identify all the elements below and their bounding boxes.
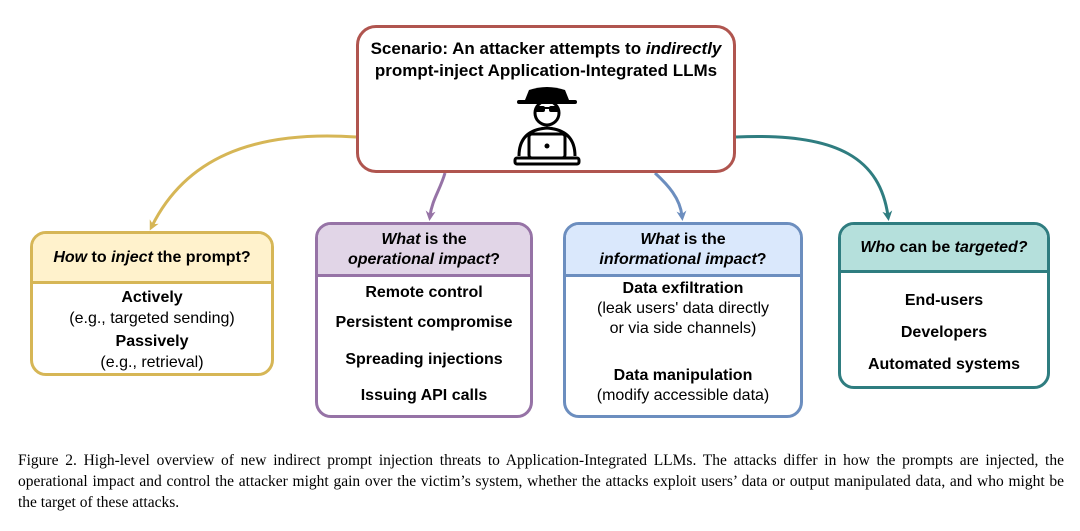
inject-passively-note: (e.g., retrieval) (100, 354, 204, 371)
data-exfiltration: Data exfiltration (622, 280, 744, 297)
scenario-text: Scenario: An attacker attempts to indire… (359, 38, 733, 82)
scenario-line1: Scenario: An attacker attempts to (370, 39, 646, 58)
inject-actively-note: (e.g., targeted sending) (69, 310, 235, 327)
arrow-to-informational (653, 171, 687, 221)
operational-header: What is the operational impact? (318, 225, 530, 277)
target-item: End-users (904, 292, 984, 309)
inject-box: How to inject the prompt? Actively (e.g.… (30, 231, 274, 376)
targeted-header: Who can be targeted? (841, 225, 1047, 273)
arrow-to-inject (149, 134, 357, 231)
inject-passively: Passively (115, 333, 189, 350)
informational-header: What is the informational impact? (566, 225, 800, 277)
scenario-line2: prompt-inject Application-Integrated LLM… (374, 61, 718, 80)
scenario-box: Scenario: An attacker attempts to indire… (356, 25, 736, 173)
figure-caption: Figure 2. High-level overview of new ind… (18, 452, 1064, 511)
arrow-to-operational (425, 172, 447, 221)
operational-item: Issuing API calls (360, 387, 488, 404)
operational-item: Remote control (365, 284, 483, 301)
operational-item: Persistent compromise (335, 314, 513, 331)
hacker-icon (513, 87, 581, 166)
data-manipulation: Data manipulation (613, 367, 753, 384)
arrow-to-targeted (735, 134, 893, 221)
data-exfiltration-note: (leak users' data directly (596, 300, 769, 317)
data-exfiltration-note: or via side channels) (609, 320, 757, 337)
inject-actively: Actively (121, 289, 183, 306)
operational-box: What is the operational impact? Remote c… (315, 222, 533, 418)
data-manipulation-note: (modify accessible data) (596, 387, 770, 404)
target-item: Automated systems (867, 356, 1021, 373)
informational-box: What is the informational impact? Data e… (563, 222, 803, 418)
operational-item: Spreading injections (345, 351, 503, 368)
scenario-italic: indirectly (645, 39, 722, 58)
target-item: Developers (900, 324, 988, 341)
inject-header: How to inject the prompt? (33, 234, 271, 284)
targeted-box: Who can be targeted? End-users Developer… (838, 222, 1050, 389)
